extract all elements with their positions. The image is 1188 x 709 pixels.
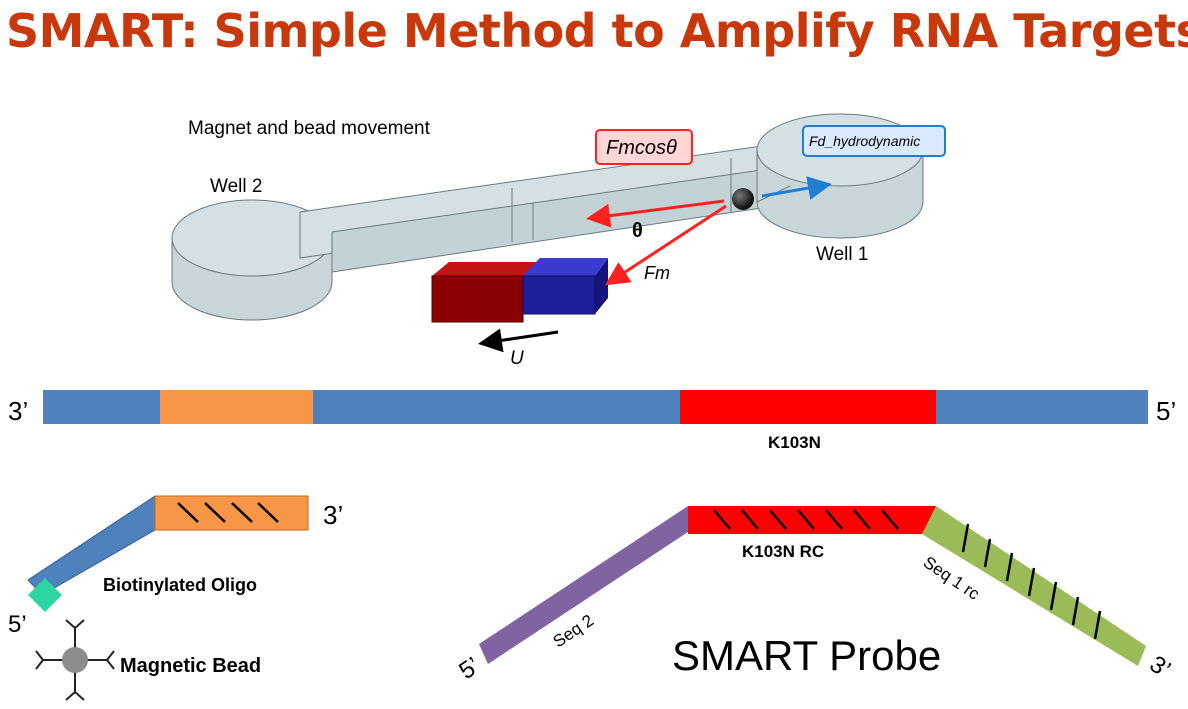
- target-label: K103N: [768, 433, 821, 452]
- probe-seq1rc-hatch: [961, 523, 1102, 640]
- hydrodynamic-label: Fd_hydrodynamic: [809, 133, 920, 149]
- rna-target-segment: [680, 390, 936, 424]
- oligo-orange-segment: [154, 495, 309, 531]
- rna-orange-segment: [160, 390, 313, 424]
- velocity-label: U: [510, 348, 524, 369]
- rna-strand: 3’ 5’ K103N: [8, 390, 1176, 452]
- microfluidic-device: Magnet and bead movement Well 2 Well 1 F…: [171, 113, 946, 369]
- hydrodynamic-label-box: [802, 125, 946, 157]
- probe-end-3: 3’: [1145, 651, 1176, 684]
- smart-probe: K103N RC Seq 2 Seq 1 rc 5’ 3’ SMART Prob…: [454, 506, 1175, 685]
- magnet: [431, 258, 608, 323]
- force-cos-arrow: [586, 199, 725, 228]
- hydrodynamic-force-arrow: [761, 176, 832, 200]
- force-cos-label-box: [595, 129, 693, 165]
- probe-rc-segment: [688, 506, 936, 534]
- page-title: SMART: Simple Method to Amplify RNA Targ…: [6, 4, 1188, 58]
- device-caption: Magnet and bead movement: [188, 118, 431, 139]
- well-2-label: Well 2: [210, 176, 262, 197]
- force-m-label: Fm: [644, 263, 670, 283]
- force-cos-label: Fmcosθ: [606, 137, 677, 159]
- probe-seq1rc-segment: [922, 506, 1146, 666]
- oligo-end-3: 3’: [323, 500, 343, 530]
- force-m-arrow: [604, 204, 727, 286]
- biotinylated-oligo: 3’ 5’ Biotinylated Oligo Magnetic Bead: [8, 495, 343, 701]
- oligo-label: Biotinylated Oligo: [103, 575, 257, 595]
- rna-end-right: 5’: [1156, 396, 1176, 426]
- probe-end-5: 5’: [454, 652, 485, 685]
- oligo-hatch: [177, 502, 279, 523]
- probe-rc-label: K103N RC: [742, 542, 824, 561]
- probe-title: SMART Probe: [672, 632, 941, 679]
- magnetic-bead-icon: [35, 619, 115, 701]
- probe-seq2-segment: [479, 506, 697, 664]
- bead-icon: [732, 188, 754, 210]
- oligo-end-5: 5’: [8, 611, 27, 638]
- probe-rc-hatch: [713, 509, 899, 530]
- magnet-direction-arrow: [478, 328, 559, 353]
- bead-label: Magnetic Bead: [120, 655, 261, 677]
- rna-end-left: 3’: [8, 396, 28, 426]
- theta-label: θ: [632, 220, 643, 242]
- well-2-shape: [171, 199, 333, 321]
- well-1-label: Well 1: [816, 244, 868, 265]
- channel-shape: [299, 141, 791, 273]
